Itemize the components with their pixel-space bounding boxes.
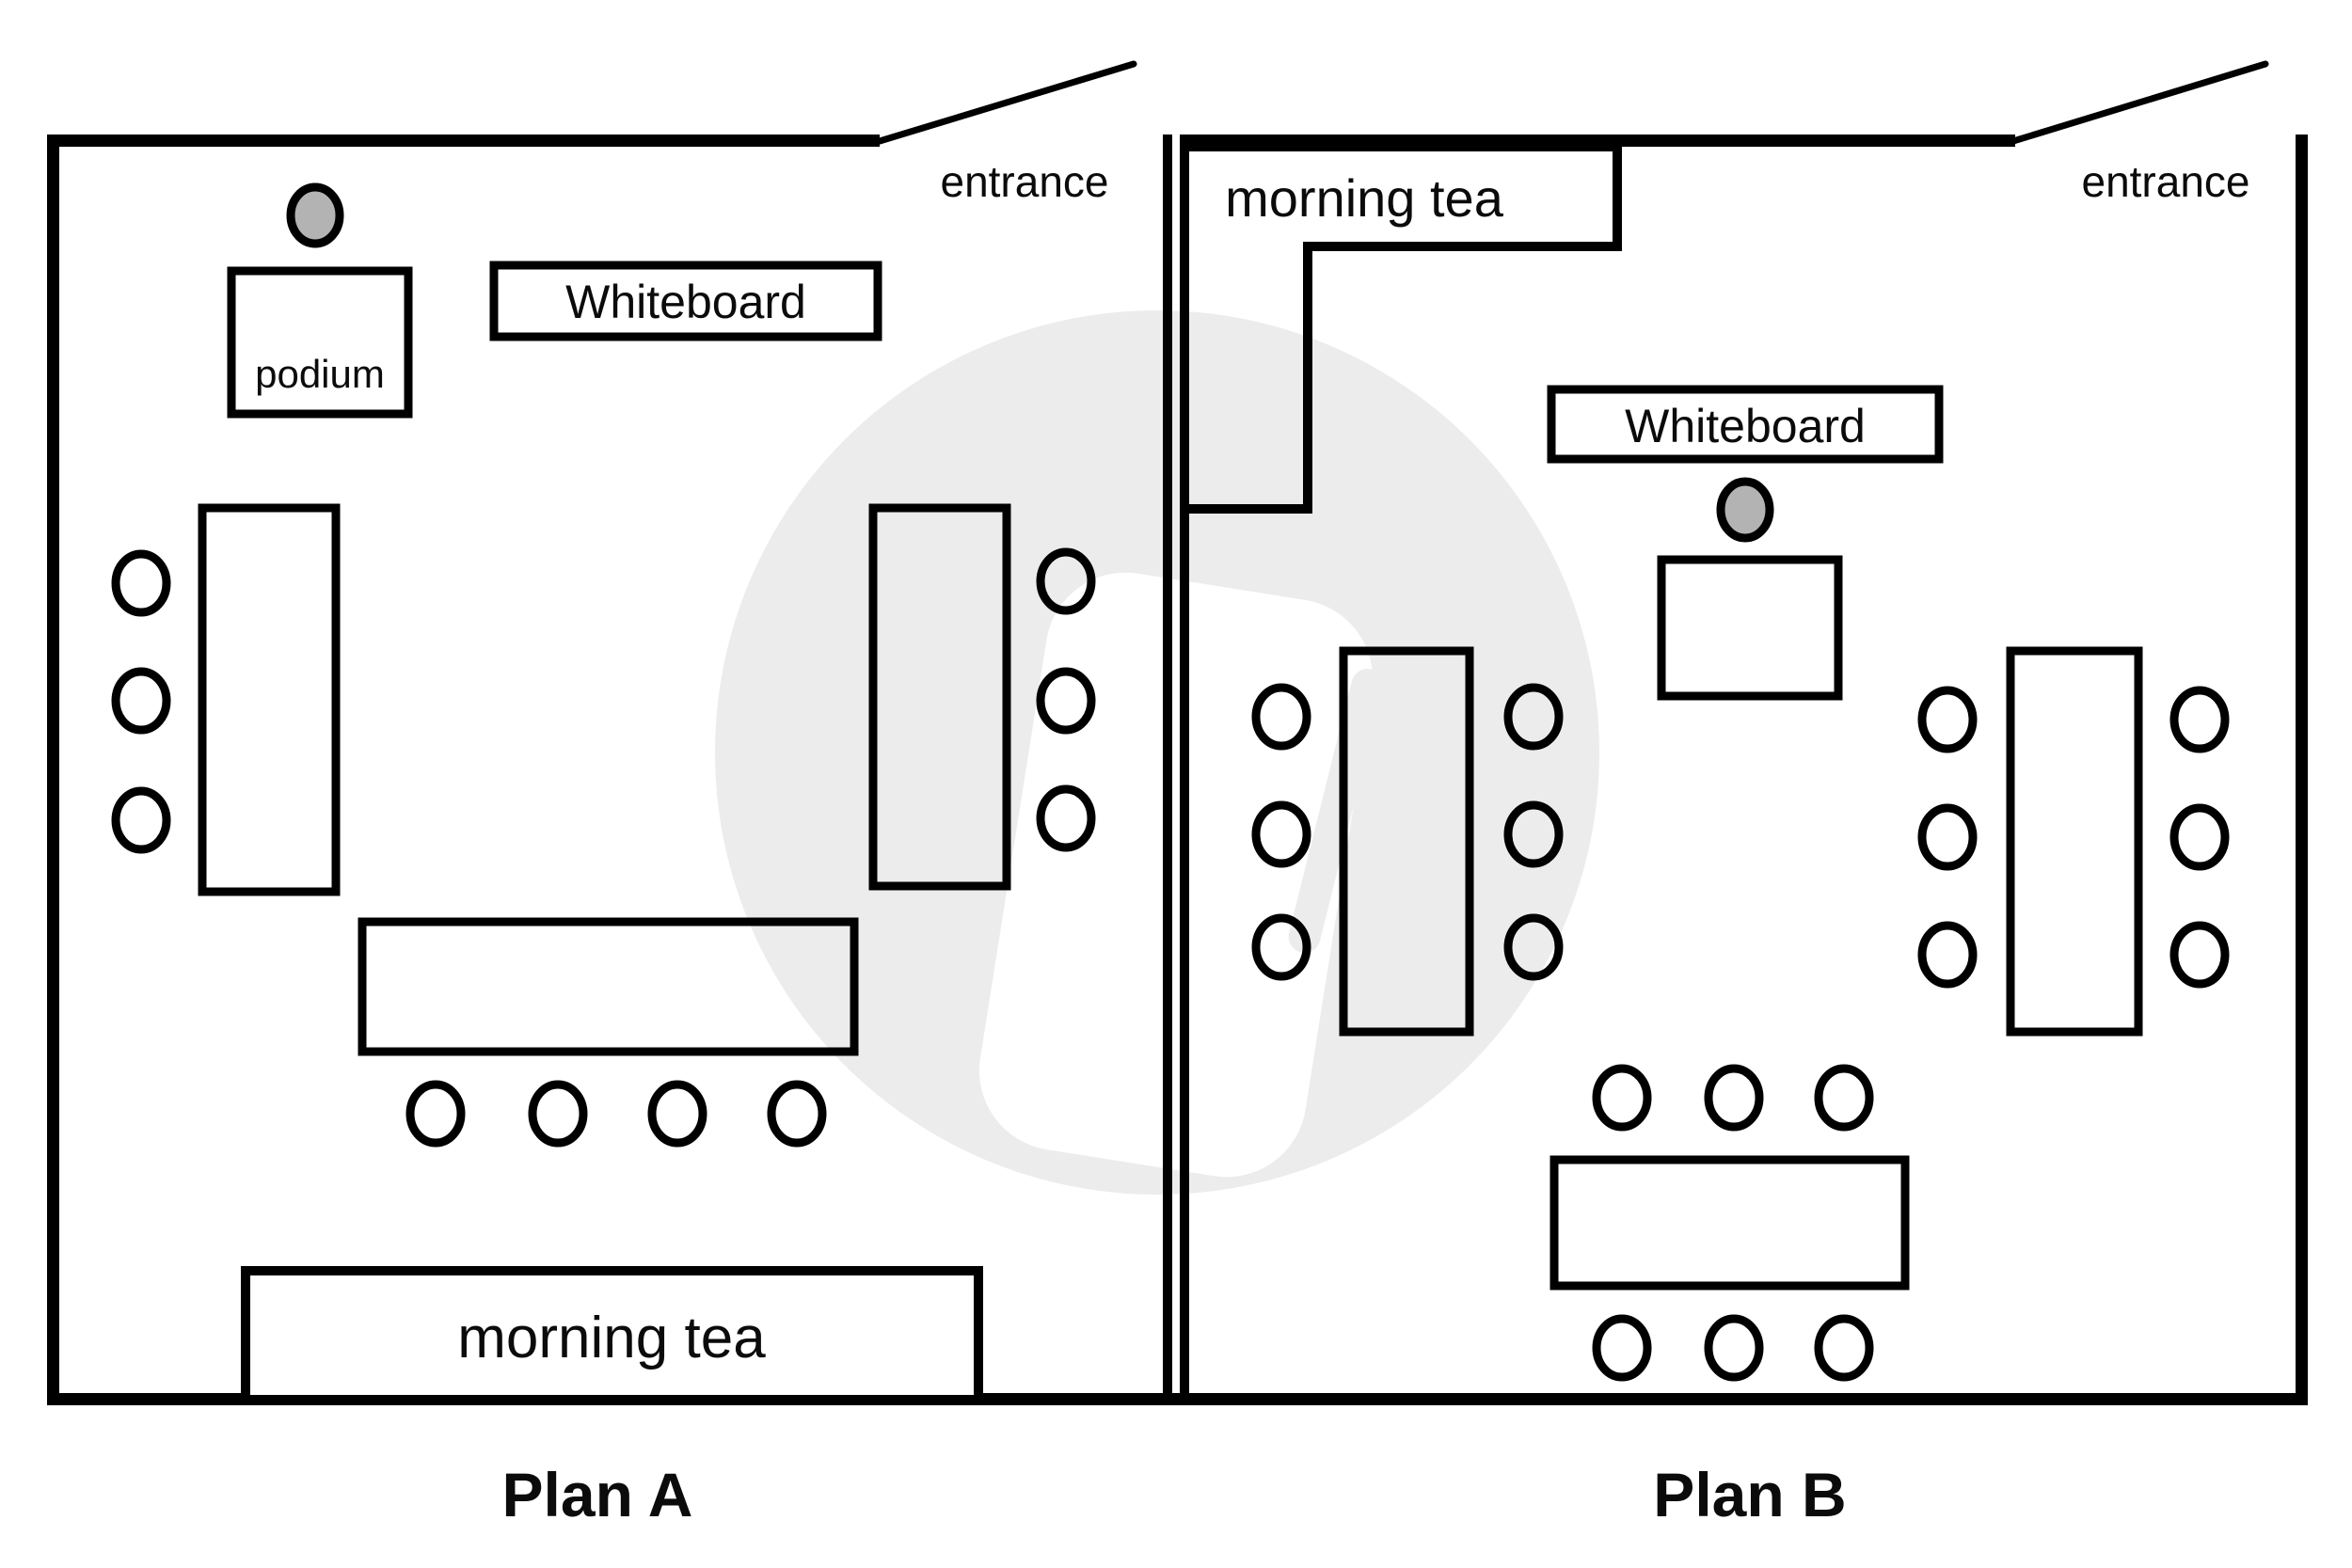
plan-b-entrance-label: entrance	[2081, 157, 2249, 206]
chair	[1917, 686, 1978, 753]
plan-a-morning-tea-box	[241, 1266, 983, 1404]
chair	[1036, 667, 1096, 735]
plan-b-speaker-icon	[1716, 477, 1774, 543]
watermark-glyph-counter-icon	[1288, 669, 1384, 953]
plan-a-door-line	[876, 60, 1137, 145]
chair	[111, 667, 171, 735]
plan-b-left-table	[1339, 646, 1474, 1037]
plan-a-whiteboard-box	[489, 261, 882, 341]
plan-a-entrance-label: entrance	[940, 157, 1108, 206]
chair	[767, 1080, 827, 1148]
chair	[1036, 784, 1096, 852]
plan-a-right-wall	[1163, 135, 1172, 1402]
chair	[1814, 1314, 1874, 1382]
chair	[111, 786, 171, 854]
chair	[111, 549, 171, 617]
plan-b-left-wall	[1180, 135, 1189, 1402]
plan-a-podium-box	[227, 266, 413, 419]
chair	[1592, 1064, 1652, 1132]
plan-a-top-wall	[47, 135, 880, 147]
plan-a-speaker-icon	[286, 182, 344, 248]
plan-a-title: Plan A	[502, 1460, 693, 1529]
chair	[1251, 683, 1311, 751]
chair	[1917, 803, 1978, 871]
plan-a-podium-label: podium	[255, 352, 385, 396]
chair	[528, 1080, 588, 1148]
chair	[1503, 913, 1564, 981]
plan-b-morning-tea-box	[1184, 142, 1622, 514]
plan-a-front-table	[358, 917, 859, 1056]
plan-b-room: entrance morning tea Whiteboard	[1180, 60, 2308, 1529]
plan-a-right-table	[868, 503, 1011, 891]
plan-b-podium-box	[1657, 555, 1843, 701]
chair	[1503, 683, 1564, 751]
plan-b-right-wall	[2296, 135, 2308, 1402]
chair	[1251, 800, 1311, 868]
chair	[1251, 913, 1311, 981]
chair	[1814, 1064, 1874, 1132]
plan-b-whiteboard-box	[1547, 385, 1944, 464]
plan-b-door-line	[2010, 60, 2269, 145]
plan-a-morning-tea-label: morning tea	[457, 1306, 766, 1370]
plan-b-morning-tea-label: morning tea	[1225, 168, 1504, 228]
chair	[1036, 547, 1096, 615]
chair	[405, 1080, 466, 1148]
chair	[647, 1080, 707, 1148]
plan-b-title: Plan B	[1653, 1460, 1846, 1529]
plan-b-right-table	[2006, 646, 2143, 1037]
chair	[2169, 686, 2230, 753]
chair	[2169, 921, 2230, 989]
plan-b-bottom-table	[1549, 1155, 1910, 1291]
plan-a-left-wall	[47, 135, 59, 1402]
plan-a-whiteboard-label: Whiteboard	[565, 276, 806, 328]
chair	[1704, 1064, 1764, 1132]
chair	[1592, 1314, 1652, 1382]
chair	[1503, 800, 1564, 868]
chair	[2169, 803, 2230, 871]
plan-a-room: entrance podium Whiteboard morning tea P…	[47, 60, 1172, 1529]
plan-b-whiteboard-label: Whiteboard	[1625, 400, 1866, 452]
chair	[1917, 921, 1978, 989]
plan-a-left-table	[198, 503, 341, 896]
chair	[1704, 1314, 1764, 1382]
